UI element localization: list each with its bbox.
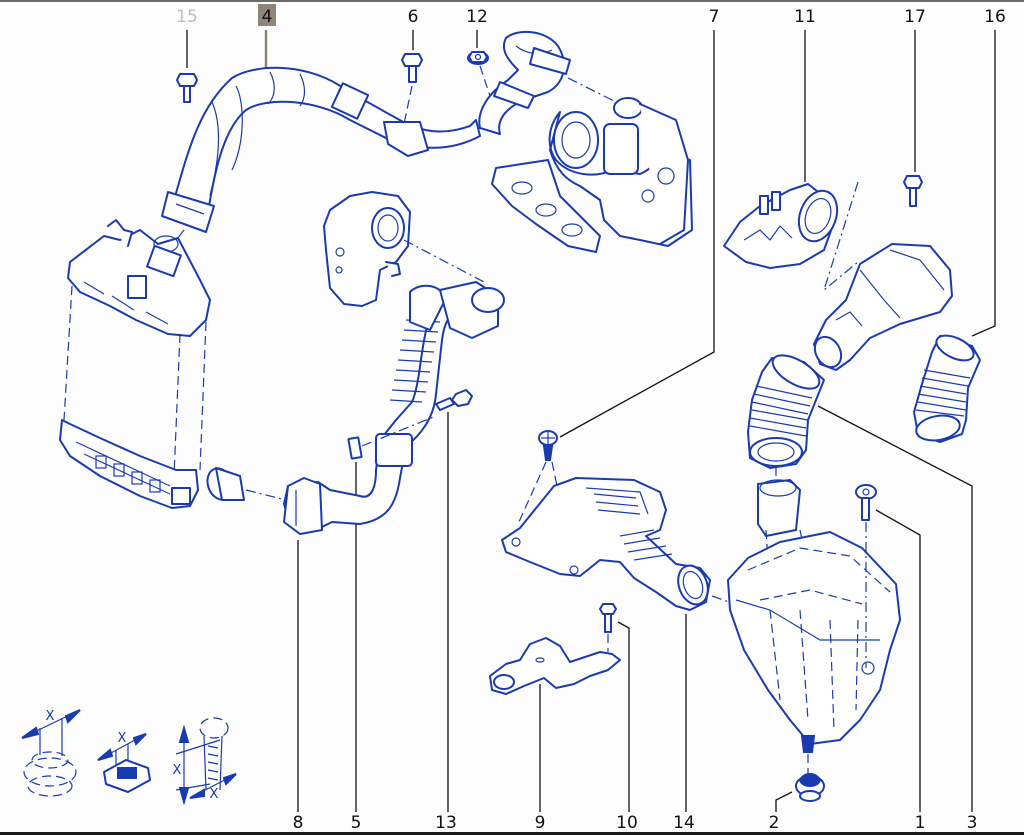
- part-17-bolt[interactable]: [903, 175, 923, 207]
- callout-15[interactable]: 15: [176, 7, 198, 27]
- callout-17[interactable]: 17: [904, 7, 926, 27]
- part-14-intake-duct[interactable]: [501, 477, 741, 611]
- air-duct-upper[interactable]: [810, 243, 953, 372]
- part-8-lower-hose[interactable]: [283, 281, 505, 535]
- legend-bolt-dimension: X X: [173, 717, 237, 806]
- legend-nut-dimension: X: [21, 709, 81, 797]
- callout-2[interactable]: 2: [769, 813, 780, 833]
- callout-5[interactable]: 5: [351, 813, 362, 833]
- callout-4-highlight: [258, 4, 276, 26]
- legend-x-bolt-length: X: [173, 763, 182, 778]
- callout-10[interactable]: 10: [616, 813, 638, 833]
- leader-2: [775, 791, 793, 812]
- leader-10: [617, 621, 630, 812]
- bottom-border: [0, 832, 1024, 835]
- part-11-resonator[interactable]: [723, 181, 859, 292]
- callout-11[interactable]: 11: [794, 7, 816, 27]
- legend-x-bolt-diameter: X: [210, 787, 219, 802]
- callout-16[interactable]: 16: [984, 7, 1006, 27]
- callout-6[interactable]: 6: [408, 7, 419, 27]
- callout-13[interactable]: 13: [435, 813, 457, 833]
- callout-1[interactable]: 1: [915, 813, 926, 833]
- callouts-top: 15 4 6 12 7 11 17 16: [176, 4, 1006, 27]
- leader-16: [971, 30, 996, 337]
- top-border: [0, 0, 1024, 2]
- dimension-legend: X X: [21, 709, 237, 806]
- part-4-upper-hose[interactable]: [161, 66, 481, 233]
- part-1-screw[interactable]: [855, 484, 877, 668]
- part-6-bolt[interactable]: [401, 53, 423, 125]
- part-15-bolt[interactable]: [176, 73, 198, 103]
- callout-7[interactable]: 7: [709, 7, 720, 27]
- callout-8[interactable]: 8: [293, 813, 304, 833]
- part-3-bellows[interactable]: [747, 349, 825, 486]
- leader-1: [875, 509, 921, 812]
- turbo-outlet-hose[interactable]: [478, 30, 571, 135]
- part-16-bellows[interactable]: [913, 330, 981, 443]
- callout-12[interactable]: 12: [466, 7, 488, 27]
- part-2-grommet[interactable]: [795, 773, 825, 802]
- part-13-bolt[interactable]: [435, 389, 473, 411]
- legend-x-nut: X: [46, 709, 55, 724]
- callouts-bottom: 8 5 13 9 10 14 2 1 3: [293, 813, 978, 833]
- part-10-bolt[interactable]: [599, 603, 617, 652]
- turbocharger[interactable]: [491, 77, 693, 253]
- part-12-flange-nut[interactable]: [467, 51, 491, 97]
- legend-x-clip: X: [118, 731, 127, 746]
- callout-3[interactable]: 3: [967, 813, 978, 833]
- leader-3: [817, 405, 973, 812]
- part-5-clip-nut[interactable]: [347, 415, 437, 460]
- throttle-body[interactable]: [323, 191, 485, 307]
- callout-4[interactable]: 4: [262, 7, 273, 27]
- air-filter-box[interactable]: [727, 479, 901, 776]
- leader-7: [559, 30, 715, 438]
- intercooler[interactable]: [59, 219, 287, 509]
- callout-14[interactable]: 14: [673, 813, 695, 833]
- legend-clip-dimension: X: [97, 731, 151, 793]
- callout-9[interactable]: 9: [535, 813, 546, 833]
- part-9-bracket[interactable]: [489, 637, 621, 695]
